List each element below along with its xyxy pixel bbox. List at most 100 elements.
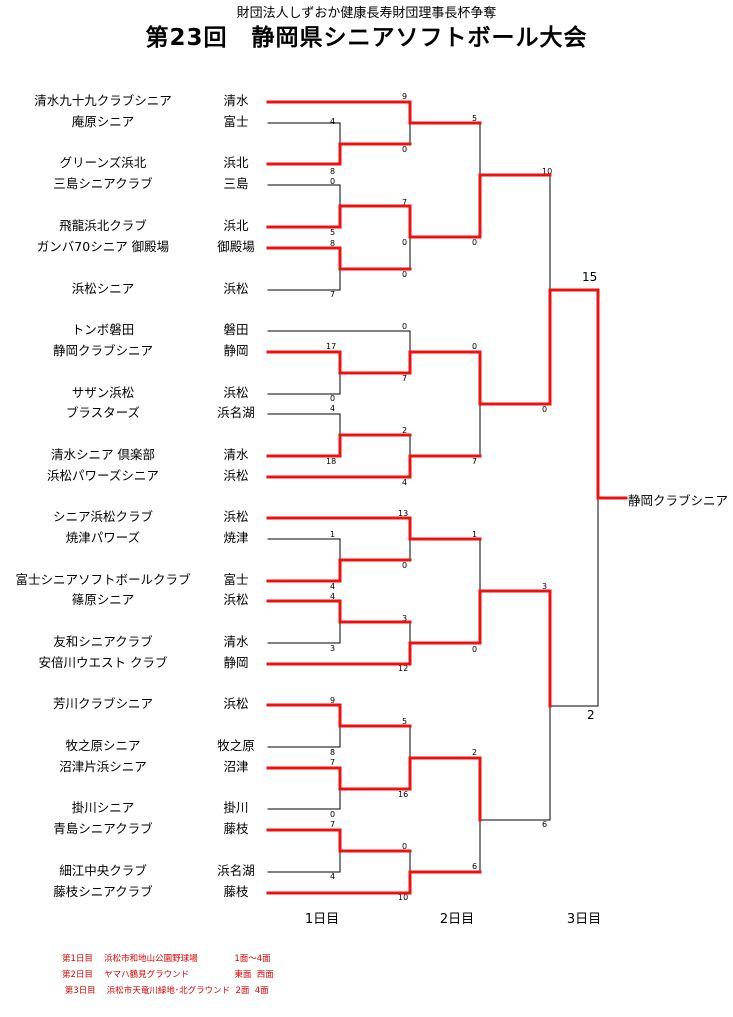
team-prefecture: 浜松 [223,385,249,400]
score-label: 18 [326,457,337,466]
final-score-bottom: 2 [587,708,595,722]
score-label: 1 [472,530,478,539]
score-label: 7 [330,290,336,299]
score-label: 13 [398,509,409,518]
team-name: シニア浜松クラブ [52,509,153,524]
subtitle: 財団法人しずおか健康長寿財団理事長杯争奪 [236,6,497,21]
team-prefecture: 藤枝 [223,821,249,836]
team-name: 掛川シニア [71,800,135,815]
score-label: 8 [330,167,336,176]
venue-note-day2: 第2日目 ヤマハ鶴見グラウンド 東面 西面 [62,970,274,980]
team-name: サザン浜松 [71,385,135,400]
venue-note-day3: 第3日目 浜松市天竜川緑地･北グラウンド 2面 4面 [62,986,269,996]
team-prefecture: 磐田 [223,322,249,337]
score-label: 0 [330,177,336,186]
score-label: 10 [398,893,409,902]
score-label: 0 [472,645,478,654]
score-label: 7 [330,820,336,829]
score-label: 16 [398,790,409,799]
team-prefecture: 静岡 [223,655,249,670]
score-label: 5 [472,114,478,123]
score-label: 4 [330,872,336,881]
team-prefecture: 浜松 [223,592,249,607]
team-prefecture: 富士 [223,114,249,129]
team-name: トンボ磐田 [71,322,135,337]
score-label: 0 [402,561,408,570]
team-name: 庵原シニア [71,114,135,129]
team-name: 飛龍浜北クラブ [59,218,147,233]
score-label: 6 [542,820,548,829]
score-label: 3 [330,644,336,653]
team-prefecture: 清水 [223,93,249,108]
team-name: 芳川クラブシニア [52,696,153,711]
team-prefecture: 掛川 [223,800,249,815]
team-prefecture: 浜名湖 [217,405,255,420]
team-prefecture: 浜松 [223,696,249,711]
score-label: 5 [402,717,408,726]
score-label: 0 [542,405,548,414]
team-prefecture: 清水 [223,634,249,649]
team-prefecture: 富士 [223,572,249,587]
day-label-3: 3日目 [566,912,602,927]
score-label: 8 [330,748,336,757]
team-name: 三島シニアクラブ [53,176,153,191]
champion-label: 静岡クラブシニア [628,493,729,508]
score-label: 17 [326,342,337,351]
team-prefecture: 牧之原 [217,738,255,753]
team-prefecture: 浜北 [223,218,249,233]
team-prefecture: 浜名湖 [217,863,255,878]
team-name: ブラスターズ [65,405,141,420]
score-label: 1 [330,530,336,539]
team-name: 清水九十九クラブシニア [34,93,172,108]
score-label: 0 [472,342,478,351]
score-label: 0 [402,842,408,851]
team-prefecture: 清水 [223,447,249,462]
score-label: 9 [330,696,336,705]
team-name: 青島シニアクラブ [53,821,153,836]
team-name: 安倍川ウエスト クラブ [38,655,168,670]
score-label: 0 [472,238,478,247]
team-prefecture: 三島 [223,176,249,191]
team-name: 友和シニアクラブ [53,634,153,649]
team-name: 浜松シニア [71,281,135,296]
team-name: 富士シニアソフトボールクラブ [15,572,191,587]
score-label: 3 [542,582,548,591]
score-label: 9 [402,92,408,101]
score-label: 4 [330,117,336,126]
team-prefecture: 焼津 [223,530,249,545]
venue-note-day1: 第1日目 浜松市和地山公園野球場 1面～4面 [62,954,271,964]
team-name: 静岡クラブシニア [52,343,153,358]
team-prefecture: 浜北 [223,155,249,170]
final-score-top: 15 [582,270,598,284]
score-label: 0 [330,810,336,819]
team-name: 牧之原シニア [65,738,141,753]
score-label: 0 [402,270,408,279]
score-label: 0 [402,238,408,247]
score-label: 2 [472,748,478,757]
team-prefecture: 浜松 [223,509,249,524]
team-name: 沼津片浜シニア [59,759,147,774]
team-name: 浜松パワーズシニア [47,468,159,483]
score-label: 4 [330,592,336,601]
score-label: 2 [402,426,408,435]
team-name: グリーンズ浜北 [59,155,147,170]
team-name: 藤枝シニアクラブ [53,884,153,899]
score-label: 10 [542,167,553,176]
team-name: 清水シニア 倶楽部 [51,447,155,462]
score-label: 7 [402,198,408,207]
team-prefecture: 浜松 [223,468,249,483]
score-label: 0 [330,394,336,403]
score-label: 7 [330,758,336,767]
team-name: 篠原シニア [71,592,135,607]
score-label: 7 [402,374,408,383]
team-prefecture: 静岡 [223,343,249,358]
score-label: 3 [402,614,408,623]
score-label: 5 [330,228,336,237]
score-label: 7 [472,457,478,466]
score-label: 0 [402,322,408,331]
team-prefecture: 藤枝 [223,884,249,899]
score-label: 8 [330,239,336,248]
team-prefecture: 御殿場 [217,239,255,254]
score-label: 4 [330,582,336,591]
